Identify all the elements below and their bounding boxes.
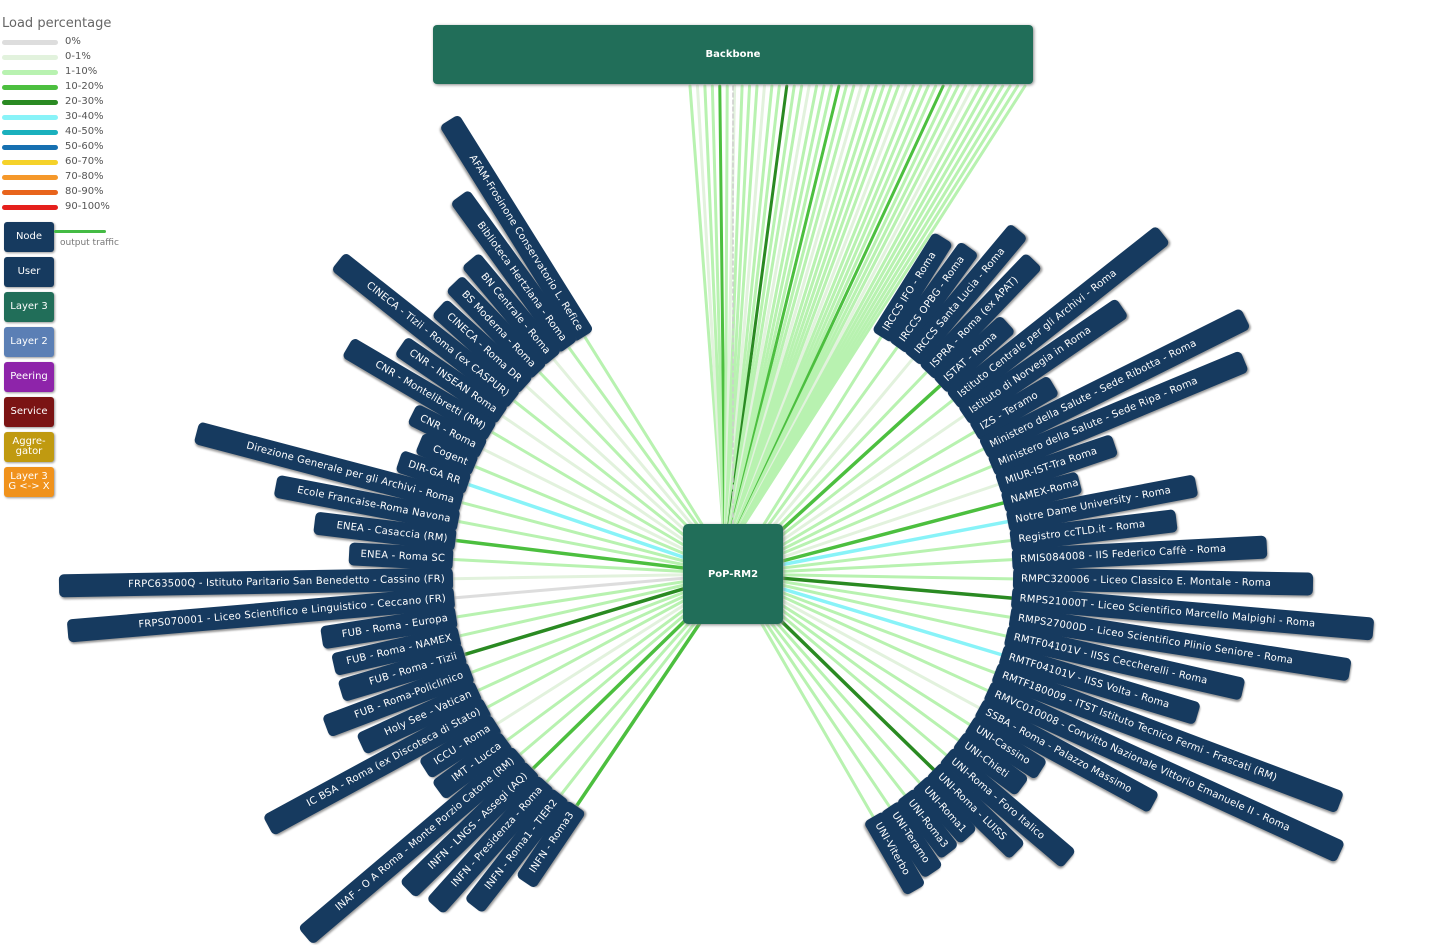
backbone-link[interactable] — [741, 84, 1027, 528]
backbone-link[interactable] — [732, 84, 871, 528]
legend-swatch — [2, 85, 58, 90]
legend-swatch — [2, 160, 58, 165]
backbone-link[interactable] — [733, 84, 893, 528]
legend-label: 70-80% — [65, 171, 104, 182]
legend-swatch — [2, 130, 58, 135]
legend-label: 90-100% — [65, 201, 110, 212]
output-traffic-label: output traffic — [60, 238, 119, 248]
legend-label: 10-20% — [65, 81, 104, 92]
legend-label: 30-40% — [65, 111, 104, 122]
backbone-link[interactable] — [728, 84, 811, 528]
legend-label: 1-10% — [65, 66, 98, 77]
backbone-link[interactable] — [732, 84, 878, 528]
backbone-link[interactable] — [688, 84, 725, 528]
backbone-link[interactable] — [725, 84, 759, 528]
legend-label: 60-70% — [65, 156, 104, 167]
backbone-link[interactable] — [727, 84, 789, 528]
legend-swatch — [2, 100, 58, 105]
type-filter-button[interactable]: Layer 3 — [4, 292, 54, 322]
legend-label: 80-90% — [65, 186, 104, 197]
output-traffic-swatch — [54, 230, 106, 233]
legend-label: 20-30% — [65, 96, 104, 107]
legend-title: Load percentage — [2, 16, 112, 31]
backbone-link[interactable] — [728, 84, 804, 528]
type-filter-button[interactable]: Peering — [4, 362, 54, 392]
legend-swatch — [2, 55, 58, 60]
backbone-link[interactable] — [725, 84, 752, 528]
backbone-link[interactable] — [733, 84, 900, 528]
type-filter-button[interactable]: User — [4, 257, 54, 287]
backbone-link[interactable] — [731, 84, 856, 528]
backbone-link[interactable] — [726, 84, 774, 528]
backbone-link[interactable] — [726, 84, 781, 528]
pop-node[interactable]: PoP-RM2 — [683, 524, 783, 624]
backbone-link[interactable] — [703, 84, 726, 528]
backbone-link[interactable] — [729, 84, 826, 528]
backbone-link[interactable] — [730, 84, 841, 528]
backbone-link[interactable] — [731, 84, 863, 528]
legend-label: 50-60% — [65, 141, 104, 152]
legend-label: 0-1% — [65, 51, 91, 62]
legend-swatch — [2, 190, 58, 195]
backbone-link[interactable] — [718, 84, 727, 528]
backbone-link[interactable] — [733, 84, 886, 528]
backbone-link[interactable] — [729, 84, 819, 528]
backbone-node[interactable]: Backbone — [433, 25, 1033, 84]
backbone-link[interactable] — [710, 84, 726, 528]
backbone-link[interactable] — [724, 84, 744, 528]
legend-swatch — [2, 40, 58, 45]
legend-swatch — [2, 145, 58, 150]
type-filter-button[interactable]: Service — [4, 397, 54, 427]
legend-swatch — [2, 70, 58, 75]
type-filter-button[interactable]: Aggre-gator — [4, 432, 54, 462]
type-filter-button[interactable]: Node — [4, 222, 54, 252]
backbone-link[interactable] — [729, 84, 833, 528]
legend-label: 40-50% — [65, 126, 104, 137]
legend-swatch — [2, 115, 58, 120]
backbone-link[interactable] — [723, 84, 729, 528]
backbone-link[interactable] — [727, 84, 796, 528]
backbone-link[interactable] — [695, 84, 725, 528]
legend-label: 0% — [65, 36, 81, 47]
legend-swatch — [2, 175, 58, 180]
backbone-link[interactable] — [730, 84, 848, 528]
legend-swatch — [2, 205, 58, 210]
type-filter-button[interactable]: Layer 2 — [4, 327, 54, 357]
